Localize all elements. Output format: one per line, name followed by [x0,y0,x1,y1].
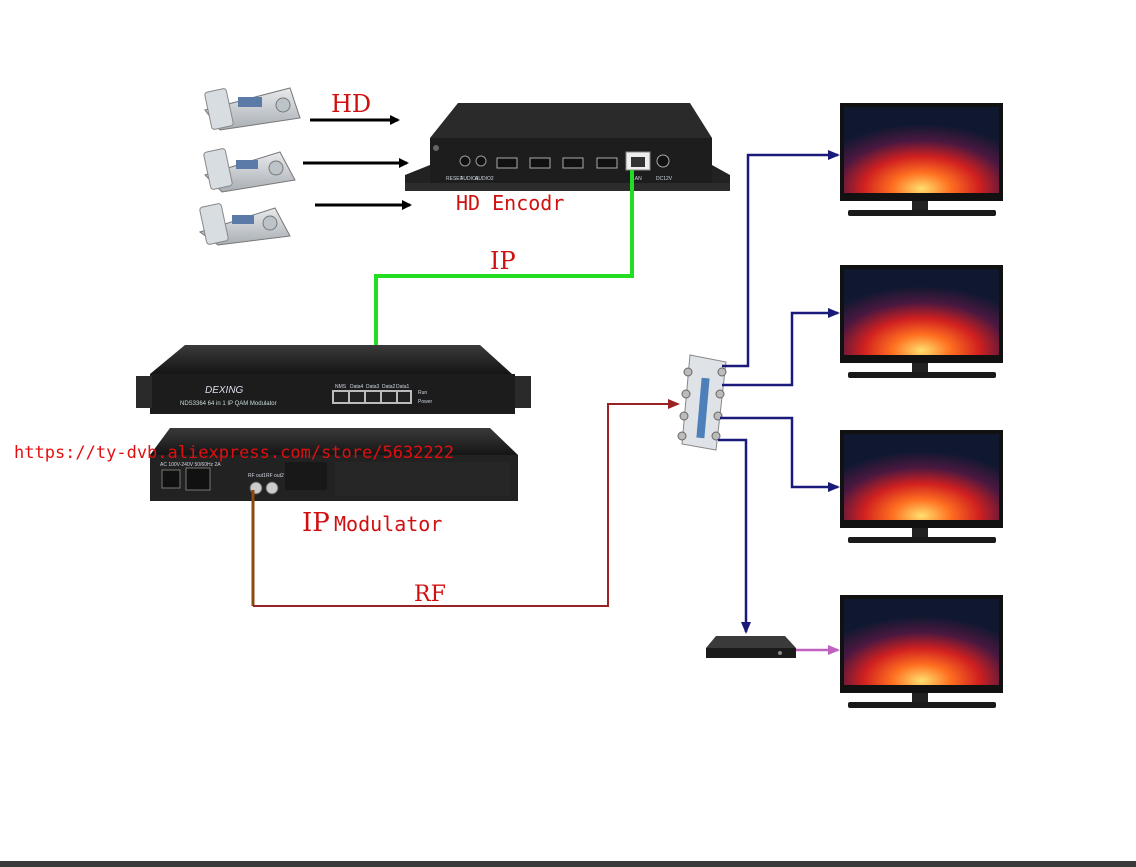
ip-qam-modulator-rear: AC 100V-240V 50/60Hz 2A RF out1 RF out2 [150,428,518,501]
encoder-port-reset: RESET [446,176,463,182]
bottom-border [0,861,1136,867]
receiver-2 [203,148,296,193]
modulator-led-run: Run [418,390,427,396]
ip-qam-modulator-front: DEXING NDS3364 64 in 1 IP QAM Modulator … [136,345,531,414]
satellite-receiver-icon [204,87,301,131]
rf-splitter-icon [677,354,727,451]
tv-2 [840,265,1003,378]
modulator-port-data2: Data2 [382,384,396,390]
modulator-label: Modulator [334,512,442,536]
stb-link [718,438,751,634]
rf-splitter [677,354,727,451]
modulator-label-prefix: IP [302,508,330,538]
tv-icon [840,103,1003,216]
tv-icon [840,430,1003,543]
hd-encoder: RESET AUDIO1 AUDIO2 LAN DC12V [405,103,730,191]
tv-link-3 [720,416,840,492]
tv-icon [840,595,1003,708]
modulator-led-power: Power [418,399,433,405]
encoder-port-audio1: AUDIO1 [460,176,479,182]
modulator-model: NDS3364 64 in 1 IP QAM Modulator [180,401,277,407]
set-top-box [706,636,796,658]
encoder-label: HD Encodr [456,191,564,215]
tv-3 [840,430,1003,543]
encoder-port-dc: DC12V [656,176,673,182]
satellite-receiver-icon [198,203,291,246]
tv-1 [840,103,1003,216]
modulator-port-nms: NMS [335,384,347,390]
hd-label: HD [331,90,371,118]
receiver-3 [198,203,291,246]
modulator-port-data1: Data1 [396,384,410,390]
modulator-port-data4: Data4 [350,384,364,390]
encoder-port-audio2: AUDIO2 [475,176,494,182]
modulator-brand: DEXING [205,385,244,396]
modulator-power-label: AC 100V-240V 50/60Hz 2A [160,462,221,468]
tv-link-2 [722,308,840,387]
ip-label: IP [490,247,516,275]
rf-label: RF [414,582,446,607]
set-top-box-icon [706,636,796,658]
satellite-receiver-icon [203,148,296,193]
encoder-port-lan: LAN [632,176,642,182]
tv-4 [840,595,1003,708]
receiver-1 [204,87,301,131]
ip-link [374,170,634,381]
modulator-rf-out1: RF out1 [248,473,266,479]
tv-link-1 [722,150,840,368]
tv-icon [840,265,1003,378]
modulator-port-data3: Data3 [366,384,380,390]
store-url: https://ty-dvb.aliexpress.com/store/5632… [14,443,454,463]
rf-link [253,399,680,607]
modulator-rf-out2: RF out2 [266,473,284,479]
